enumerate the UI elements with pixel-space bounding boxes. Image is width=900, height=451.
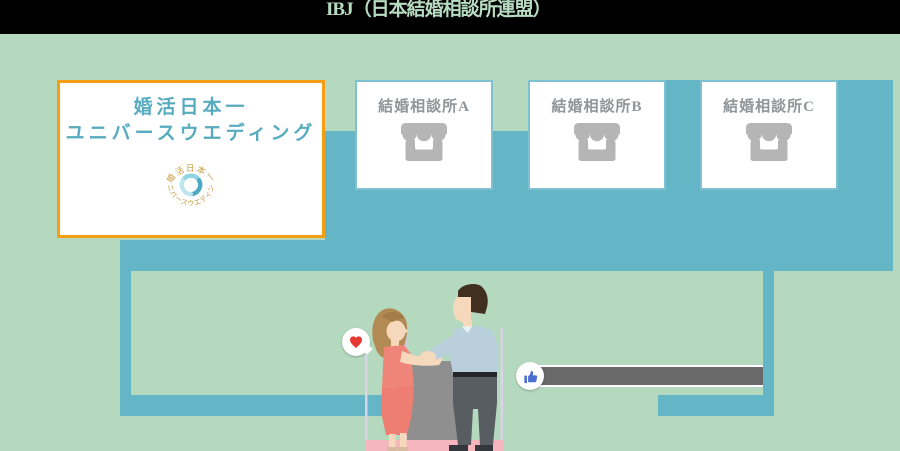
thumbs-up-icon	[524, 370, 538, 384]
connector-right-leg	[763, 271, 774, 416]
thumbs-up-bubble	[516, 362, 544, 390]
universe-wedding-card: 婚活日本一 ユニバースウエディング 婚活日本一	[57, 80, 325, 238]
woman-figure	[372, 308, 443, 451]
storefront-icon	[574, 123, 620, 161]
heart-bubble	[342, 328, 373, 356]
heart-icon	[350, 336, 362, 348]
agency-label: 結婚相談所A	[378, 99, 470, 115]
agency-label: 結婚相談所B	[551, 99, 643, 115]
connector-right-foot	[658, 395, 774, 416]
universe-title-line2: ユニバースウエディング	[65, 123, 317, 144]
universe-logo-badge: 婚活日本一 ユニバースウエディング	[60, 144, 322, 220]
logo-swirl-icon	[179, 173, 203, 197]
man-figure	[420, 283, 497, 451]
couple-handshake-illustration	[365, 283, 504, 451]
agency-card-a: 結婚相談所A	[355, 80, 493, 190]
universe-card-title: 婚活日本一 ユニバースウエディング	[60, 95, 322, 147]
agency-label: 結婚相談所C	[723, 99, 815, 115]
universe-logo-icon: 婚活日本一 ユニバースウエディング	[155, 144, 222, 214]
connector-band	[120, 240, 893, 271]
connector-left-leg	[120, 271, 131, 416]
header-title: IBJ（日本結婚相談所連盟）	[326, 0, 552, 20]
storefront-icon	[746, 123, 792, 161]
storefront-icon	[401, 123, 447, 161]
header-band: IBJ（日本結婚相談所連盟）	[0, 0, 900, 34]
universe-title-line1: 婚活日本一	[133, 97, 249, 118]
agency-card-b: 結婚相談所B	[528, 80, 666, 190]
agency-card-c: 結婚相談所C	[700, 80, 838, 190]
connector-left-foot	[120, 395, 460, 416]
support-bar	[532, 365, 763, 387]
